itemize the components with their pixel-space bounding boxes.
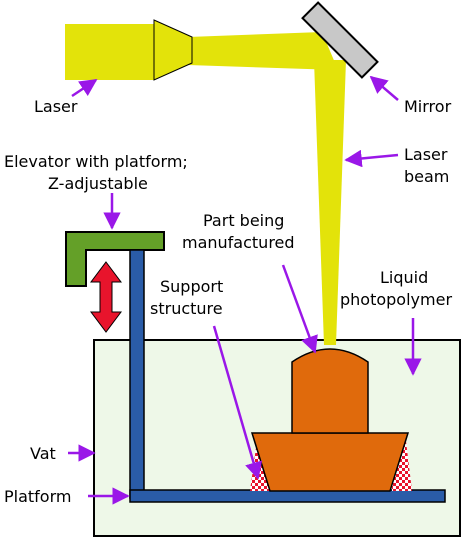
label-support-line2: structure: [150, 299, 223, 318]
part-base: [250, 432, 410, 492]
part-body: [291, 348, 369, 434]
laser-beam-vertical: [314, 60, 346, 345]
elevator-rod: [129, 249, 145, 499]
label-part-line2: manufactured: [182, 233, 295, 252]
label-support-line1: Support: [160, 277, 223, 296]
laser-nozzle: [153, 19, 193, 81]
build-platform: [129, 489, 446, 503]
label-platform: Platform: [4, 487, 71, 506]
part-pointer: [281, 264, 318, 354]
elevator-arm: [65, 231, 165, 287]
label-mirror: Mirror: [404, 97, 452, 116]
mirror-icon: [301, 1, 379, 79]
support-pointer: [212, 325, 263, 480]
label-laser: Laser: [34, 97, 78, 116]
mirror-pointer: [369, 75, 399, 101]
label-elevator-line2: Z-adjustable: [48, 174, 148, 193]
laser-beam-horizontal: [188, 32, 338, 70]
pointer-arrows: [68, 75, 422, 505]
label-liquid-line1: Liquid: [380, 268, 428, 287]
laser-beam-pointer: [344, 149, 399, 168]
label-laser-beam-line2: beam: [404, 167, 449, 186]
laser-pointer: [71, 78, 98, 98]
label-elevator-line1: Elevator with platform;: [4, 152, 188, 171]
z-motion-arrow-icon: [90, 261, 122, 333]
label-vat: Vat: [30, 444, 56, 463]
label-liquid-line2: photopolymer: [340, 290, 452, 309]
label-part-line1: Part being: [203, 211, 284, 230]
label-laser-beam-line1: Laser: [404, 145, 448, 164]
laser-body: [65, 24, 155, 80]
